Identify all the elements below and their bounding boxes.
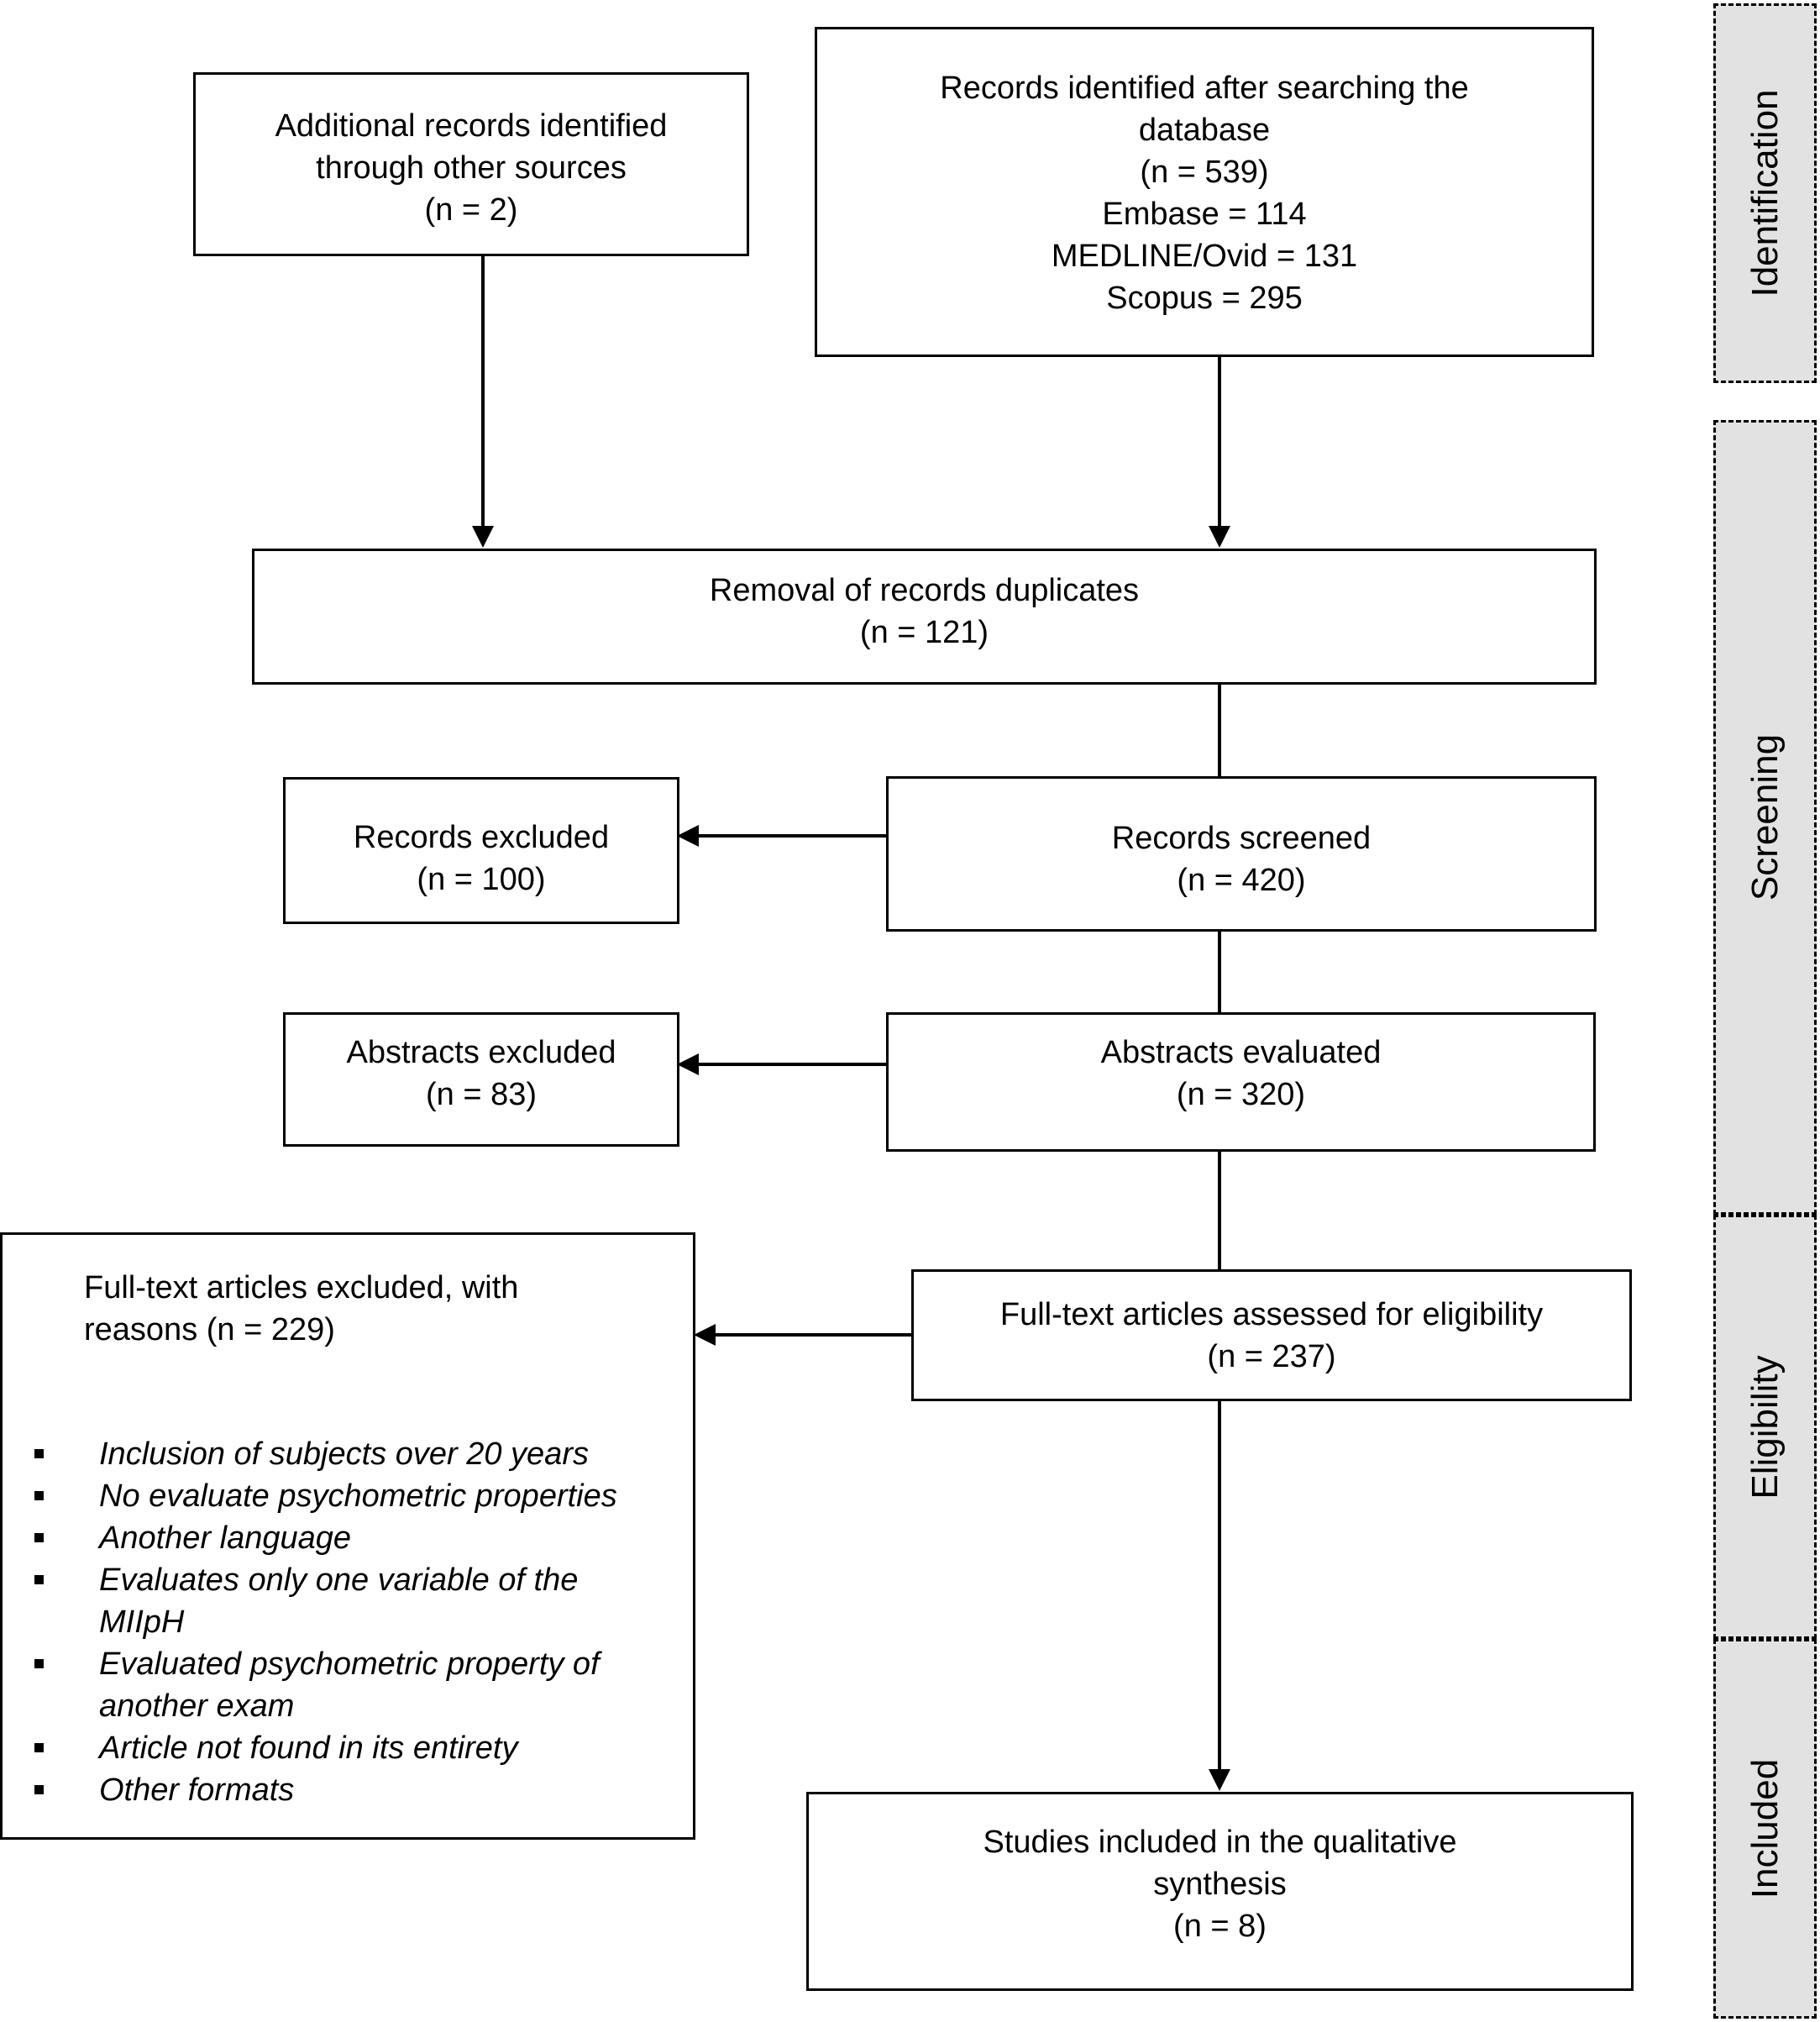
database-search-scopus: Scopus = 295 (1106, 281, 1303, 316)
exclusion-reason-text: Inclusion of subjects over 20 years (99, 1436, 589, 1472)
database-search-embase: Embase = 114 (1102, 197, 1307, 232)
arrowhead-fulltext-to-excluded (694, 1324, 716, 1346)
duplicates-count: (n = 121) (859, 615, 989, 650)
fulltext-excluded-line-1: Full-text articles excluded, with (84, 1270, 519, 1305)
bullet-icon (34, 1491, 44, 1500)
box-records-excluded: Records excluded (n = 100) (283, 777, 679, 924)
exclusion-reason-text: Article not found in its entirety (99, 1731, 518, 1766)
exclusion-reason-text: Evaluated psychometric property of anoth… (99, 1646, 600, 1724)
box-abstracts-evaluated: Abstracts evaluated (n = 320) (886, 1012, 1596, 1152)
bullet-icon (34, 1575, 44, 1584)
box-abstracts-excluded: Abstracts excluded (n = 83) (283, 1012, 679, 1147)
box-other-sources: Additional records identified through ot… (193, 72, 749, 256)
exclusion-reason: Another language (3, 1517, 674, 1559)
fulltext-assessed-line-1: Full-text articles assessed for eligibil… (999, 1297, 1544, 1332)
database-search-line-1: Records identified after searching the (940, 71, 1469, 106)
exclusion-reason: No evaluate psychometric properties (3, 1475, 674, 1517)
arrowhead-fulltext-to-included (1209, 1769, 1230, 1791)
bullet-icon (34, 1785, 44, 1794)
stage-screening: Screening (1713, 420, 1817, 1215)
fulltext-assessed-count: (n = 237) (1207, 1339, 1336, 1374)
included-count: (n = 8) (1173, 1909, 1267, 1944)
arrowhead-other-to-duplicates (472, 526, 494, 548)
box-fulltext-assessed: Full-text articles assessed for eligibil… (911, 1269, 1632, 1401)
abstracts-evaluated-line-1: Abstracts evaluated (1100, 1035, 1382, 1070)
exclusion-reason: Inclusion of subjects over 20 years (3, 1433, 674, 1475)
exclusion-reason: Other formats (3, 1769, 674, 1811)
abstracts-evaluated-count: (n = 320) (1176, 1077, 1306, 1112)
other-sources-line-1: Additional records identified (275, 108, 668, 144)
exclusion-reason: Evaluated psychometric property of anoth… (3, 1643, 670, 1727)
bullet-icon (34, 1743, 44, 1752)
database-search-medline: MEDLINE/Ovid = 131 (1051, 239, 1358, 274)
records-screened-line-1: Records screened (1111, 821, 1372, 856)
arrowhead-abstracts-to-excluded (677, 1053, 699, 1075)
exclusion-reason-text: No evaluate psychometric properties (99, 1478, 617, 1514)
exclusion-reason: Evaluates only one variable of the MIIpH (3, 1559, 628, 1643)
exclusion-reason-text: Another language (99, 1520, 352, 1556)
box-database-search: Records identified after searching the d… (815, 27, 1594, 357)
included-line-1: Studies included in the qualitative (983, 1825, 1457, 1860)
stage-identification: Identification (1713, 3, 1817, 383)
other-sources-count: (n = 2) (424, 192, 518, 228)
database-search-count: (n = 539) (1140, 155, 1269, 190)
arrowhead-database-to-duplicates (1209, 526, 1230, 548)
box-fulltext-excluded: Full-text articles excluded, with reason… (0, 1232, 695, 1840)
arrowhead-screened-to-excluded (677, 825, 699, 847)
stage-included: Included (1713, 1639, 1817, 2019)
abstracts-excluded-count: (n = 83) (425, 1077, 538, 1112)
fulltext-excluded-count: reasons (n = 229) (84, 1312, 335, 1347)
stage-eligibility: Eligibility (1713, 1215, 1817, 1639)
abstracts-excluded-line-1: Abstracts excluded (346, 1035, 616, 1070)
exclusion-reason-text: Other formats (99, 1773, 295, 1808)
exclusion-reasons-list: Inclusion of subjects over 20 years No e… (3, 1433, 674, 1811)
database-search-line-2: database (1138, 113, 1271, 148)
records-excluded-line-1: Records excluded (353, 820, 610, 855)
exclusion-reason-text: Evaluates only one variable of the MIIpH (99, 1562, 579, 1640)
box-included: Studies included in the qualitative synt… (806, 1792, 1634, 1991)
records-screened-count: (n = 420) (1177, 863, 1306, 898)
included-line-2: synthesis (1153, 1867, 1287, 1902)
other-sources-line-2: through other sources (316, 150, 627, 186)
bullet-icon (34, 1659, 44, 1668)
bullet-icon (34, 1449, 44, 1458)
bullet-icon (34, 1533, 44, 1542)
exclusion-reason: Article not found in its entirety (3, 1727, 674, 1769)
records-excluded-count: (n = 100) (417, 862, 546, 897)
box-duplicates: Removal of records duplicates (n = 121) (252, 549, 1597, 685)
duplicates-line-1: Removal of records duplicates (709, 573, 1140, 608)
box-records-screened: Records screened (n = 420) (886, 776, 1597, 932)
